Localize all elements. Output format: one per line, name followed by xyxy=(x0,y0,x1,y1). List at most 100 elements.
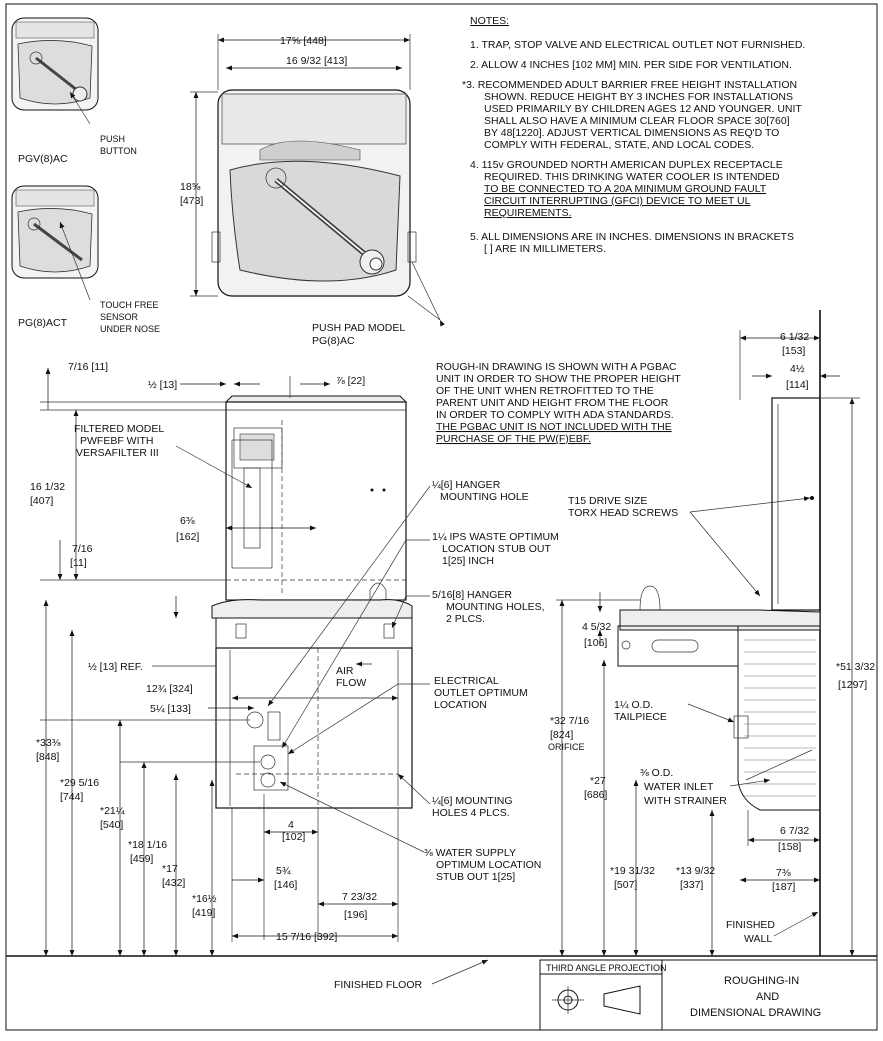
rough-in-line-6: THE PGBAC UNIT IS NOT INCLUDED WITH THE xyxy=(436,421,672,433)
electrical-label-1: ELECTRICAL xyxy=(434,675,499,687)
electrical-label-2: OUTLET OPTIMUM xyxy=(434,687,528,699)
air-flow-label-2: FLOW xyxy=(336,677,366,689)
dim-15-7-16: 15 7/16 [392] xyxy=(276,931,337,943)
dim-4-mm: [102] xyxy=(282,831,305,843)
side-dim-6-7-32-mm: [158] xyxy=(778,841,801,853)
side-dim-orifice: ORIFICE xyxy=(548,742,585,752)
inlet-label-3: WITH STRAINER xyxy=(644,795,727,807)
dim-height-in: 18⅝ xyxy=(180,181,201,193)
waste-label-3: 1[25] INCH xyxy=(442,555,494,567)
dim-33-3-8-mm: [848] xyxy=(36,751,59,763)
dim-17-mm: [432] xyxy=(162,877,185,889)
side-view xyxy=(617,310,821,956)
dim-width-outer: 17⅝ [448] xyxy=(280,35,327,47)
pgt-model-label: PG(8)ACT xyxy=(18,317,68,329)
push-pad-label-1: PUSH PAD MODEL xyxy=(312,322,405,334)
note-3-line-6: COMPLY WITH FEDERAL, STATE, AND LOCAL CO… xyxy=(484,139,754,151)
hanger2-label-2: MOUNTING HOLES, xyxy=(446,601,545,613)
push-pad-model-view xyxy=(211,89,417,297)
bubbler-icon xyxy=(265,167,287,189)
fountain-unit-front xyxy=(211,599,413,809)
side-dim-13-mm: [337] xyxy=(680,879,703,891)
touch-free-label-2: SENSOR xyxy=(100,312,139,322)
side-dim-27: *27 xyxy=(590,775,606,787)
hanger-label-2: MOUNTING HOLE xyxy=(440,491,529,503)
title-line-2: AND xyxy=(756,991,779,1003)
rough-in-line-1: ROUGH-IN DRAWING IS SHOWN WITH A PGBAC xyxy=(436,361,677,373)
sheet-border xyxy=(5,3,878,1031)
note-3-line-3: USED PRIMARILY BY CHILDREN AGES 12 AND Y… xyxy=(484,103,802,115)
note-5-line-1: 5. ALL DIMENSIONS ARE IN INCHES. DIMENSI… xyxy=(470,231,794,243)
tailpiece-label-1: 1¼ O.D. xyxy=(614,699,653,711)
dim-16-1-2-mm: [419] xyxy=(192,907,215,919)
tailpiece-label-2: TAILPIECE xyxy=(614,711,667,723)
side-dim-32-7-16: *32 7/16 xyxy=(550,715,589,727)
dim-17: *17 xyxy=(162,863,178,875)
dim-5-1-4: 5¼ [133] xyxy=(150,703,191,715)
bubbler-icon xyxy=(27,217,41,231)
rough-in-line-7: PURCHASE OF THE PW(F)EBF. xyxy=(436,433,591,445)
pgv-model-label: PGV(8)AC xyxy=(18,153,68,165)
dim-7-23-32-mm: [196] xyxy=(344,909,367,921)
note-1: 1. TRAP, STOP VALVE AND ELECTRICAL OUTLE… xyxy=(470,39,805,51)
rough-in-note: ROUGH-IN DRAWING IS SHOWN WITH A PGBAC U… xyxy=(436,361,681,445)
dim-width-inner: 16 9/32 [413] xyxy=(286,55,347,67)
third-angle-projection-symbol xyxy=(552,985,641,1015)
side-dim-6-1-32: 6 1/32 xyxy=(780,331,809,343)
side-dim-51: *51 3/32 xyxy=(836,661,875,673)
note-4-line-2: REQUIRED. THIS DRINKING WATER COOLER IS … xyxy=(484,171,780,183)
filtered-label-2: PWFEBF WITH xyxy=(80,435,154,447)
water-supply-label-2: OPTIMUM LOCATION xyxy=(436,859,541,871)
side-dim-51-mm: [1297] xyxy=(838,679,867,691)
half-ref-label: ½ [13] REF. xyxy=(88,661,143,673)
dim-18-1-16: *18 1/16 xyxy=(128,839,167,851)
note-5-line-2: [ ] ARE IN MILLIMETERS. xyxy=(484,243,606,255)
side-dim-19-mm: [507] xyxy=(614,879,637,891)
dim-7-8: ⅞ [22] xyxy=(336,375,365,387)
dim-21-1-4-mm: [540] xyxy=(100,819,123,831)
filter-unit-front xyxy=(224,395,408,613)
rough-in-line-4: PARENT UNIT AND HEIGHT FROM THE FLOOR xyxy=(436,397,669,409)
touch-free-label-1: TOUCH FREE xyxy=(100,300,158,310)
notes-header: NOTES: xyxy=(470,15,509,27)
torx-label-1: T15 DRIVE SIZE xyxy=(568,495,647,507)
title-block xyxy=(539,959,878,1031)
filtered-label-3: VERSAFILTER III xyxy=(76,447,159,459)
waste-label-2: LOCATION STUB OUT xyxy=(442,543,551,555)
dim-half: ½ [13] xyxy=(148,379,177,391)
note-3-line-4: SHALL ALSO HAVE A MINIMUM CLEAR FLOOR SP… xyxy=(484,115,790,127)
dim-7-16-mid-mm: [11] xyxy=(70,557,87,569)
projection-label: THIRD ANGLE PROJECTION xyxy=(546,963,667,973)
dim-21-1-4: *21¼ xyxy=(100,805,125,817)
touch-free-label-3: UNDER NOSE xyxy=(100,324,160,334)
note-3-line-5: BY 48[1220]. ADJUST VERTICAL DIMENSIONS … xyxy=(484,127,779,139)
hanger-label-1: ¼[6] HANGER xyxy=(432,479,501,491)
note-4-line-4: CIRCUIT INTERRUPTING (GFCI) DEVICE TO ME… xyxy=(484,195,751,207)
dim-7-16-mid: 7/16 xyxy=(72,543,93,555)
push-button-label-2: BUTTON xyxy=(100,146,137,156)
title-line-1: ROUGHING-IN xyxy=(724,975,799,987)
dim-4: 4 xyxy=(288,819,294,831)
inlet-label-1: ⅜ O.D. xyxy=(640,767,673,779)
pgv-model-thumbnail xyxy=(11,17,99,125)
finished-floor-label: FINISHED FLOOR xyxy=(334,979,423,991)
pgt-model-thumbnail xyxy=(11,185,99,301)
side-dim-6-1-32-mm: [153] xyxy=(782,345,805,357)
title-line-3: DIMENSIONAL DRAWING xyxy=(690,1007,821,1019)
dim-5-3-4-mm: [146] xyxy=(274,879,297,891)
water-supply-label-3: STUB OUT 1[25] xyxy=(436,871,515,883)
dim-7-23-32: 7 23/32 xyxy=(342,891,377,903)
dim-29-5-16-mm: [744] xyxy=(60,791,83,803)
hanger2-label-1: 5/16[8] HANGER xyxy=(432,589,512,601)
water-supply-label-1: ⅜ WATER SUPPLY xyxy=(424,847,516,859)
rough-in-line-2: UNIT IN ORDER TO SHOW THE PROPER HEIGHT xyxy=(436,373,681,385)
side-dim-4-5-32: 4 5/32 xyxy=(582,621,611,633)
note-3-line-1: *3. RECOMMENDED ADULT BARRIER FREE HEIGH… xyxy=(462,79,797,91)
notes-block: NOTES: 1. TRAP, STOP VALVE AND ELECTRICA… xyxy=(462,15,805,255)
side-dim-7-3-8: 7⅜ xyxy=(776,867,791,879)
rough-in-line-3: OF THE UNIT WHEN RETROFITTED TO THE xyxy=(436,385,654,397)
side-dim-13: *13 9/32 xyxy=(676,865,715,877)
note-2: 2. ALLOW 4 INCHES [102 MM] MIN. PER SIDE… xyxy=(470,59,792,71)
electrical-label-3: LOCATION xyxy=(434,699,487,711)
